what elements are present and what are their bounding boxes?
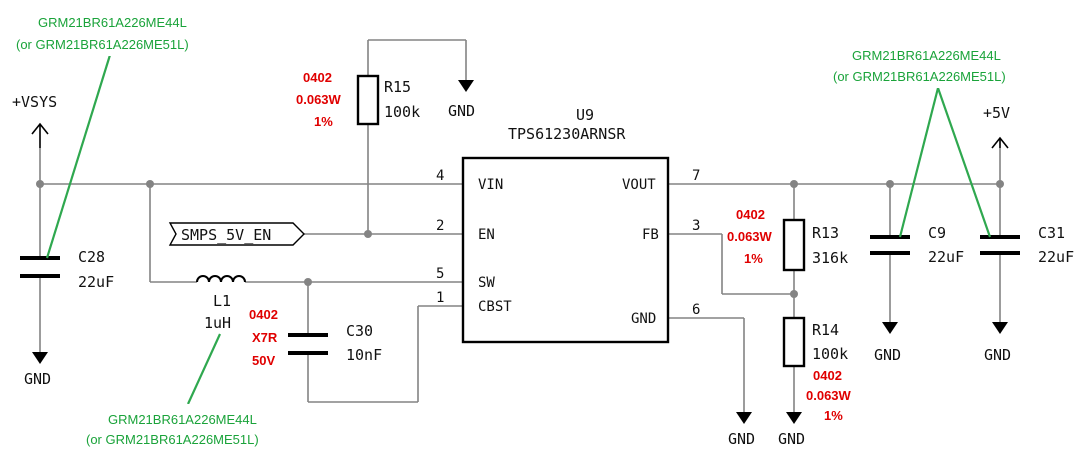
capacitor-c28: C28 22uF [20, 248, 114, 291]
vsys-label: +VSYS [12, 93, 57, 111]
smps-en-label: SMPS_5V_EN [181, 226, 271, 244]
capacitor-c9: C9 22uF [870, 224, 964, 266]
part-note-c28: GRM21BR61A226ME44L (or GRM21BR61A226ME51… [12, 8, 242, 259]
note-l1-line1: GRM21BR61A226ME44L [108, 412, 257, 427]
pin-name-sw: SW [478, 275, 495, 291]
r13-note-size: 0402 [736, 207, 765, 222]
l1-value: 1uH [204, 314, 231, 332]
wires [39, 39, 1001, 412]
part-note-c9-c31: GRM21BR61A226ME44L (or GRM21BR61A226ME51… [830, 42, 1046, 238]
part-note-l1: GRM21BR61A226ME44L (or GRM21BR61A226ME51… [82, 333, 312, 452]
ic-ref: U9 [576, 106, 594, 124]
pin-name-gnd: GND [631, 311, 656, 327]
pin-name-vout: VOUT [622, 177, 656, 193]
power-5v: +5V [983, 104, 1010, 149]
net-label-smps-en: SMPS_5V_EN [168, 222, 305, 246]
ic-u9: U9 TPS61230ARNSR VIN 4 EN 2 SW 5 CBST 1 … [436, 106, 700, 344]
gnd-symbol-c28: GND [24, 352, 51, 388]
note-c9c31-line1: GRM21BR61A226ME44L [852, 48, 1001, 63]
gnd-icon [458, 80, 474, 92]
ic-value: TPS61230ARNSR [508, 125, 626, 143]
pin-num-vout: 7 [692, 168, 700, 184]
note-l1-line2: (or GRM21BR61A226ME51L) [86, 432, 259, 447]
pin-name-cbst: CBST [478, 299, 512, 315]
gnd-label: GND [778, 430, 805, 448]
resistor-r14: R14 100k 0402 0.063W 1% [782, 316, 852, 423]
pin-num-sw: 5 [436, 266, 444, 282]
note-c9c31-line2: (or GRM21BR61A226ME51L) [833, 69, 1006, 84]
pin-num-vin: 4 [436, 168, 444, 184]
junction-dot [146, 180, 154, 188]
r14-note-tol: 1% [824, 408, 843, 423]
r14-note-power: 0.063W [806, 388, 852, 403]
gnd-icon [992, 322, 1008, 334]
c30-note-dielectric: X7R [252, 330, 278, 345]
junction-dot [790, 180, 798, 188]
c9-value: 22uF [928, 248, 964, 266]
p5v-label: +5V [983, 104, 1010, 122]
gnd-label: GND [448, 102, 475, 120]
junction-dot [886, 180, 894, 188]
pin-num-cbst: 1 [436, 290, 444, 306]
gnd-icon [32, 352, 48, 364]
note-c28-line1: GRM21BR61A226ME44L [38, 15, 187, 30]
gnd-label: GND [728, 430, 755, 448]
resistor-r13: R13 316k 0402 0.063W 1% [727, 207, 848, 272]
r13-note-tol: 1% [744, 251, 763, 266]
gnd-symbol-c31: GND [984, 322, 1011, 364]
r13-note-power: 0.063W [727, 229, 773, 244]
r15-note-tol: 1% [314, 114, 333, 129]
r13-value: 316k [812, 249, 848, 267]
junction-dot [36, 180, 44, 188]
junction-dot [996, 180, 1004, 188]
c30-note-size: 0402 [249, 307, 278, 322]
gnd-label: GND [984, 346, 1011, 364]
r15-ref: R15 [384, 78, 411, 96]
gnd-icon [882, 322, 898, 334]
gnd-symbol-c9: GND [874, 322, 901, 364]
junction-dot [304, 278, 312, 286]
c30-value: 10nF [346, 346, 382, 364]
l1-ref: L1 [213, 292, 231, 310]
gnd-label: GND [874, 346, 901, 364]
pin-name-vin: VIN [478, 177, 503, 193]
r15-note-power: 0.063W [296, 92, 342, 107]
pin-name-fb: FB [642, 227, 659, 243]
note-c28-line2: (or GRM21BR61A226ME51L) [16, 37, 189, 52]
r14-ref: R14 [812, 321, 839, 339]
c28-ref: C28 [78, 248, 105, 266]
junction-dot [364, 230, 372, 238]
r14-note-size: 0402 [813, 368, 842, 383]
gnd-symbol-r15: GND [448, 80, 475, 120]
pin-name-en: EN [478, 227, 495, 243]
gnd-label: GND [24, 370, 51, 388]
gnd-symbol-ic: GND [728, 412, 755, 448]
pin-num-en: 2 [436, 218, 444, 234]
capacitor-c31: C31 22uF [980, 224, 1074, 266]
c31-ref: C31 [1038, 224, 1065, 242]
resistor-r15: R15 100k 0402 0.063W 1% [296, 70, 420, 129]
r15-value: 100k [384, 103, 420, 121]
power-vsys: +VSYS [12, 93, 57, 148]
gnd-icon [736, 412, 752, 424]
junction-dot [790, 290, 798, 298]
c30-ref: C30 [346, 322, 373, 340]
c31-value: 22uF [1038, 248, 1074, 266]
r14-value: 100k [812, 345, 848, 363]
pin-num-fb: 3 [692, 218, 700, 234]
c30-note-voltage: 50V [252, 353, 275, 368]
r13-ref: R13 [812, 224, 839, 242]
gnd-icon [786, 412, 802, 424]
c9-ref: C9 [928, 224, 946, 242]
inductor-l1: L1 1uH [196, 275, 246, 332]
r15-note-size: 0402 [303, 70, 332, 85]
gnd-symbol-r14: GND [778, 412, 805, 448]
junctions [36, 180, 1004, 298]
capacitor-c30: C30 10nF 0402 X7R 50V [249, 307, 382, 368]
pin-num-gnd: 6 [692, 302, 700, 318]
c28-value: 22uF [78, 273, 114, 291]
